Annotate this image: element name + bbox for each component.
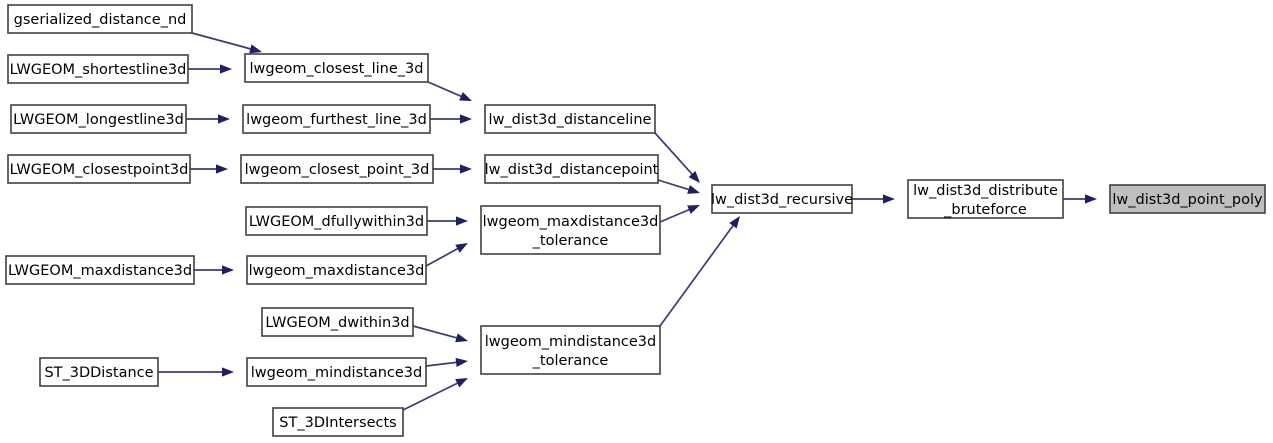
node-box[interactable] — [245, 206, 428, 236]
node-label: LWGEOM_dwithin3d — [265, 315, 409, 331]
edge-line — [659, 208, 691, 223]
node-label-line2: _bruteforce — [943, 202, 1027, 218]
edge-line — [402, 381, 459, 411]
call-edge — [402, 378, 468, 411]
node-label: LWGEOM_closestpoint3d — [10, 162, 189, 178]
node-label-line1: lwgeom_maxdistance3d — [483, 214, 659, 230]
edge-line — [657, 179, 691, 191]
call-edge — [188, 64, 232, 74]
node-label: ST_3DIntersects — [279, 415, 396, 431]
node-label: LWGEOM_dfullywithin3d — [249, 214, 424, 230]
graph-node-lwgeom-mindistance3d-tolerance[interactable]: lwgeom_mindistance3d _tolerance — [480, 325, 661, 375]
node-box[interactable] — [242, 104, 431, 134]
call-edge — [427, 216, 468, 226]
graph-node-lwgeom-closestpoint3d[interactable]: LWGEOM_closestpoint3d — [7, 154, 191, 184]
graph-node-lwgeom-closest-line-3d[interactable]: lwgeom_closest_line_3d — [244, 53, 429, 83]
call-edge — [659, 216, 740, 327]
edge-line — [659, 223, 735, 327]
node-label: lwgeom_maxdistance3d — [249, 263, 425, 279]
node-box[interactable] — [7, 154, 191, 184]
node-label-line1: lw_dist3d_distribute — [913, 183, 1058, 199]
node-label-line2: _tolerance — [532, 233, 609, 249]
call-edge — [659, 205, 700, 223]
node-label: lwgeom_mindistance3d — [251, 365, 422, 381]
graph-node-lwgeom-mindistance3d[interactable]: lwgeom_mindistance3d — [246, 357, 427, 387]
node-box[interactable] — [484, 104, 656, 134]
edge-line — [654, 132, 694, 176]
node-label: LWGEOM_longestline3d — [13, 112, 184, 128]
node-box[interactable] — [484, 154, 659, 184]
node-box[interactable] — [240, 154, 434, 184]
graph-node-lw-dist3d-distancepoint[interactable]: lw_dist3d_distancepoint — [484, 154, 659, 184]
node-box[interactable] — [10, 104, 187, 134]
node-box[interactable] — [480, 205, 661, 255]
call-edge — [190, 164, 228, 174]
node-label: LWGEOM_maxdistance3d — [8, 263, 192, 279]
node-box[interactable] — [5, 255, 195, 285]
node-label: lw_dist3d_point_poly — [1112, 192, 1263, 208]
graph-node-lwgeom-maxdistance3d[interactable]: LWGEOM_maxdistance3d — [5, 255, 195, 285]
nodes-layer: gserialized_distance_ndLWGEOM_shortestli… — [5, 4, 1266, 437]
node-label-line2: _tolerance — [532, 353, 609, 369]
call-edge — [425, 243, 468, 267]
edge-line — [425, 361, 458, 367]
graph-node-lwgeom-maxdistance3d[interactable]: lwgeom_maxdistance3d — [246, 255, 427, 285]
graph-node-lwgeom-furthest-line-3d[interactable]: lwgeom_furthest_line_3d — [242, 104, 431, 134]
node-label: lwgeom_closest_point_3d — [245, 162, 430, 178]
node-box[interactable] — [261, 307, 414, 337]
node-label-line1: lwgeom_mindistance3d — [485, 334, 656, 350]
node-label: lw_dist3d_distancepoint — [485, 162, 659, 178]
node-label: LWGEOM_shortestline3d — [10, 62, 187, 78]
graph-node-lw-dist3d-distribute-bruteforce[interactable]: lw_dist3d_distribute _bruteforce — [907, 179, 1064, 219]
graph-node-lwgeom-shortestline3d[interactable]: LWGEOM_shortestline3d — [7, 54, 189, 84]
graph-node-lw-dist3d-distanceline[interactable]: lw_dist3d_distanceline — [484, 104, 656, 134]
node-label: lwgeom_closest_line_3d — [250, 61, 424, 77]
call-edge — [852, 194, 895, 204]
node-label: lwgeom_furthest_line_3d — [246, 112, 427, 128]
node-box[interactable] — [272, 407, 404, 437]
call-edge — [158, 367, 234, 377]
node-label: lw_dist3d_recursive — [711, 192, 853, 208]
call-edge — [425, 357, 468, 367]
call-edge — [191, 32, 262, 54]
graph-node-lwgeom-closest-point-3d[interactable]: lwgeom_closest_point_3d — [240, 154, 434, 184]
graph-node-st-3ddistance[interactable]: ST_3DDistance — [39, 357, 159, 387]
call-edge — [412, 325, 468, 343]
node-box[interactable] — [246, 255, 427, 285]
node-box[interactable] — [39, 357, 159, 387]
call-edge — [194, 265, 234, 275]
edge-line — [427, 81, 463, 98]
edge-line — [412, 325, 459, 340]
graph-node-lwgeom-longestline3d[interactable]: LWGEOM_longestline3d — [10, 104, 187, 134]
call-edge — [654, 132, 700, 183]
graph-node-lwgeom-dwithin3d[interactable]: LWGEOM_dwithin3d — [261, 307, 414, 337]
node-box[interactable] — [7, 4, 193, 34]
node-box[interactable] — [246, 357, 427, 387]
call-edge — [1063, 194, 1097, 204]
node-box[interactable] — [244, 53, 429, 83]
edge-line — [191, 32, 253, 51]
call-edge — [427, 81, 472, 101]
graph-node-gserialized-distance-nd[interactable]: gserialized_distance_nd — [7, 4, 193, 34]
call-edge — [657, 179, 700, 194]
call-edge — [430, 114, 472, 124]
call-edge — [186, 114, 230, 124]
node-label: lw_dist3d_distanceline — [489, 112, 652, 128]
edge-line — [425, 247, 460, 267]
graph-node-lwgeom-dfullywithin3d[interactable]: LWGEOM_dfullywithin3d — [245, 206, 428, 236]
node-box[interactable] — [480, 325, 661, 375]
edges-layer — [158, 32, 1097, 411]
call-edge — [433, 164, 472, 174]
node-label: ST_3DDistance — [44, 365, 153, 381]
node-box[interactable] — [907, 179, 1064, 219]
graph-node-st-3dintersects[interactable]: ST_3DIntersects — [272, 407, 404, 437]
node-box[interactable] — [711, 184, 853, 214]
graph-node-lw-dist3d-recursive[interactable]: lw_dist3d_recursive — [711, 184, 853, 214]
graph-node-lwgeom-maxdistance3d-tolerance[interactable]: lwgeom_maxdistance3d _tolerance — [480, 205, 661, 255]
node-box[interactable] — [1109, 184, 1266, 214]
graph-node-lw-dist3d-point-poly[interactable]: lw_dist3d_point_poly — [1109, 184, 1266, 214]
node-label: gserialized_distance_nd — [14, 12, 187, 28]
node-box[interactable] — [7, 54, 189, 84]
